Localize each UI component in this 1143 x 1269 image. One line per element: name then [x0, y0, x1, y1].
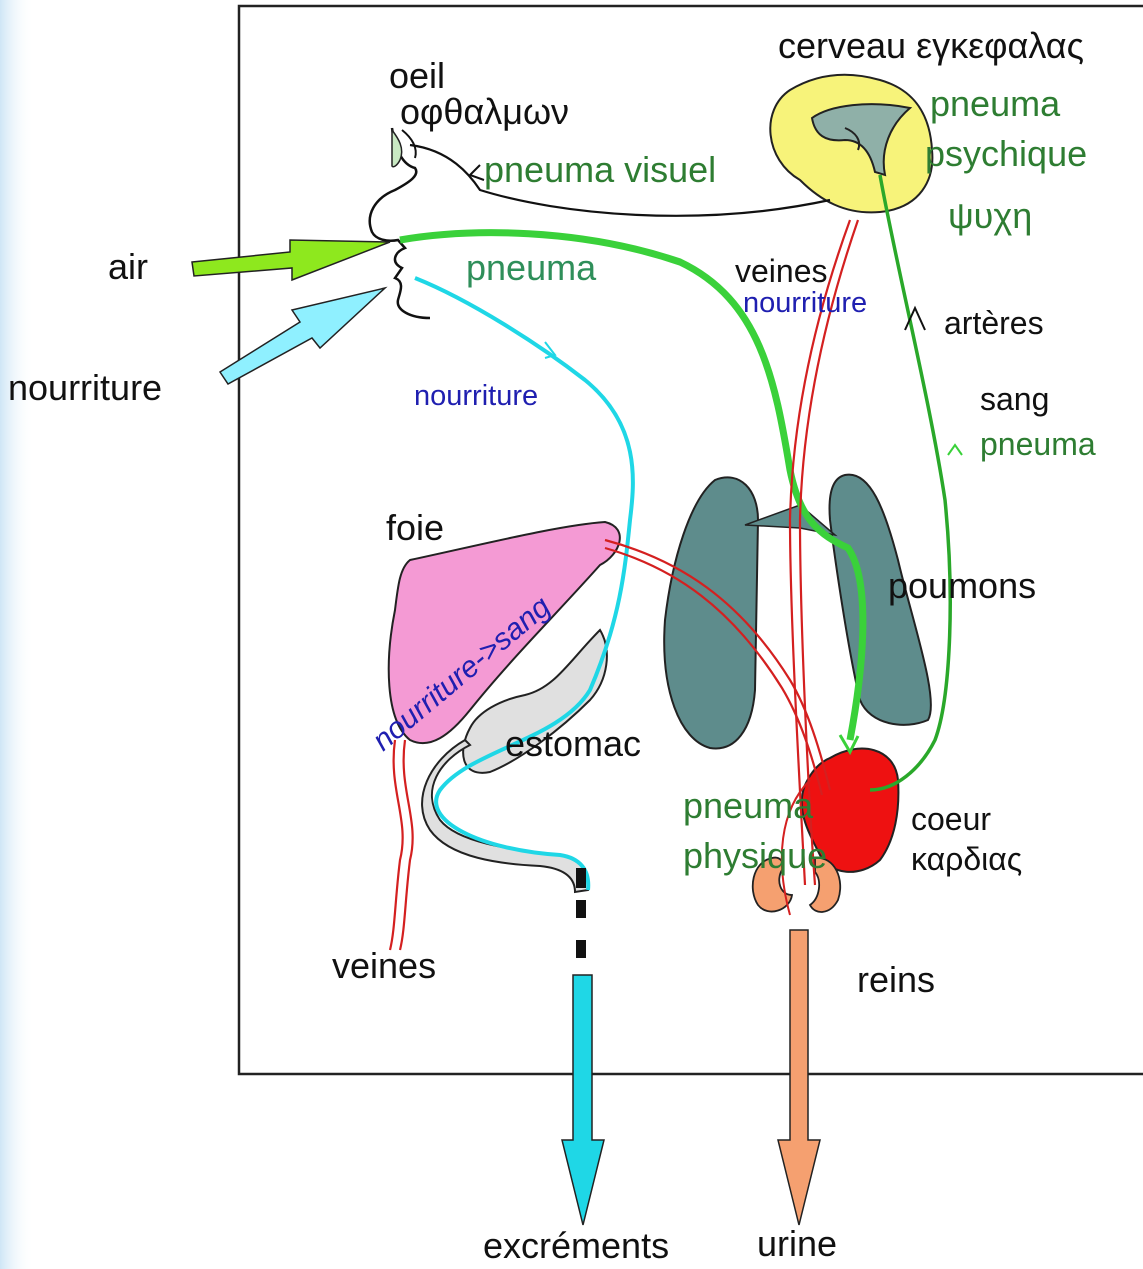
urine-arrow [778, 930, 820, 1225]
excrement-arrow [562, 975, 604, 1225]
brain-shape [770, 75, 932, 213]
air-input-arrow [192, 240, 390, 280]
foie-label: foie [386, 507, 444, 548]
air-label: air [108, 246, 148, 287]
nourriture-veines-label: nourriture [743, 287, 867, 319]
coeur-label-fr: coeur [911, 801, 991, 837]
nourriture-input-label: nourriture [8, 367, 162, 408]
poumons-label: poumons [888, 565, 1036, 606]
eye-label-fr: oeil [389, 55, 445, 96]
psyche-label: ψυχη [948, 195, 1032, 236]
estomac-label: estomac [505, 723, 641, 764]
pneuma-psychique-label-1: pneuma [930, 83, 1061, 124]
nourriture-oesophage-label: nourriture [414, 380, 538, 412]
urine-label: urine [757, 1223, 837, 1264]
pneuma-physique-label-1: pneuma [683, 785, 814, 826]
veines-bottom-label: veines [332, 945, 436, 986]
excrements-label: excréments [483, 1225, 669, 1266]
brain-label: cerveau εγκεφαλας [778, 25, 1084, 66]
arteres-label: artères [944, 305, 1044, 341]
eye-label-gr: οφθαλμων [400, 91, 569, 132]
pneuma-visuel-label: pneuma visuel [484, 149, 716, 190]
pneuma-air-label: pneuma [466, 247, 597, 288]
pneuma-psychique-label-2: psychique [925, 133, 1087, 174]
lungs-shape [664, 475, 931, 749]
sang-label: sang [980, 381, 1049, 417]
pneuma-physique-label-2: physique [683, 835, 827, 876]
veines-bottom-path-a [390, 740, 403, 950]
arteres-tick [948, 445, 962, 455]
reins-label: reins [857, 959, 935, 1000]
page-edge-shade [0, 0, 34, 1269]
food-input-arrow [220, 288, 385, 384]
pneuma-arteres-label: pneuma [980, 426, 1096, 462]
coeur-label-gr: καρδιας [911, 841, 1022, 877]
excrement-dots [576, 868, 586, 958]
veines-top-label: veines [735, 253, 828, 289]
